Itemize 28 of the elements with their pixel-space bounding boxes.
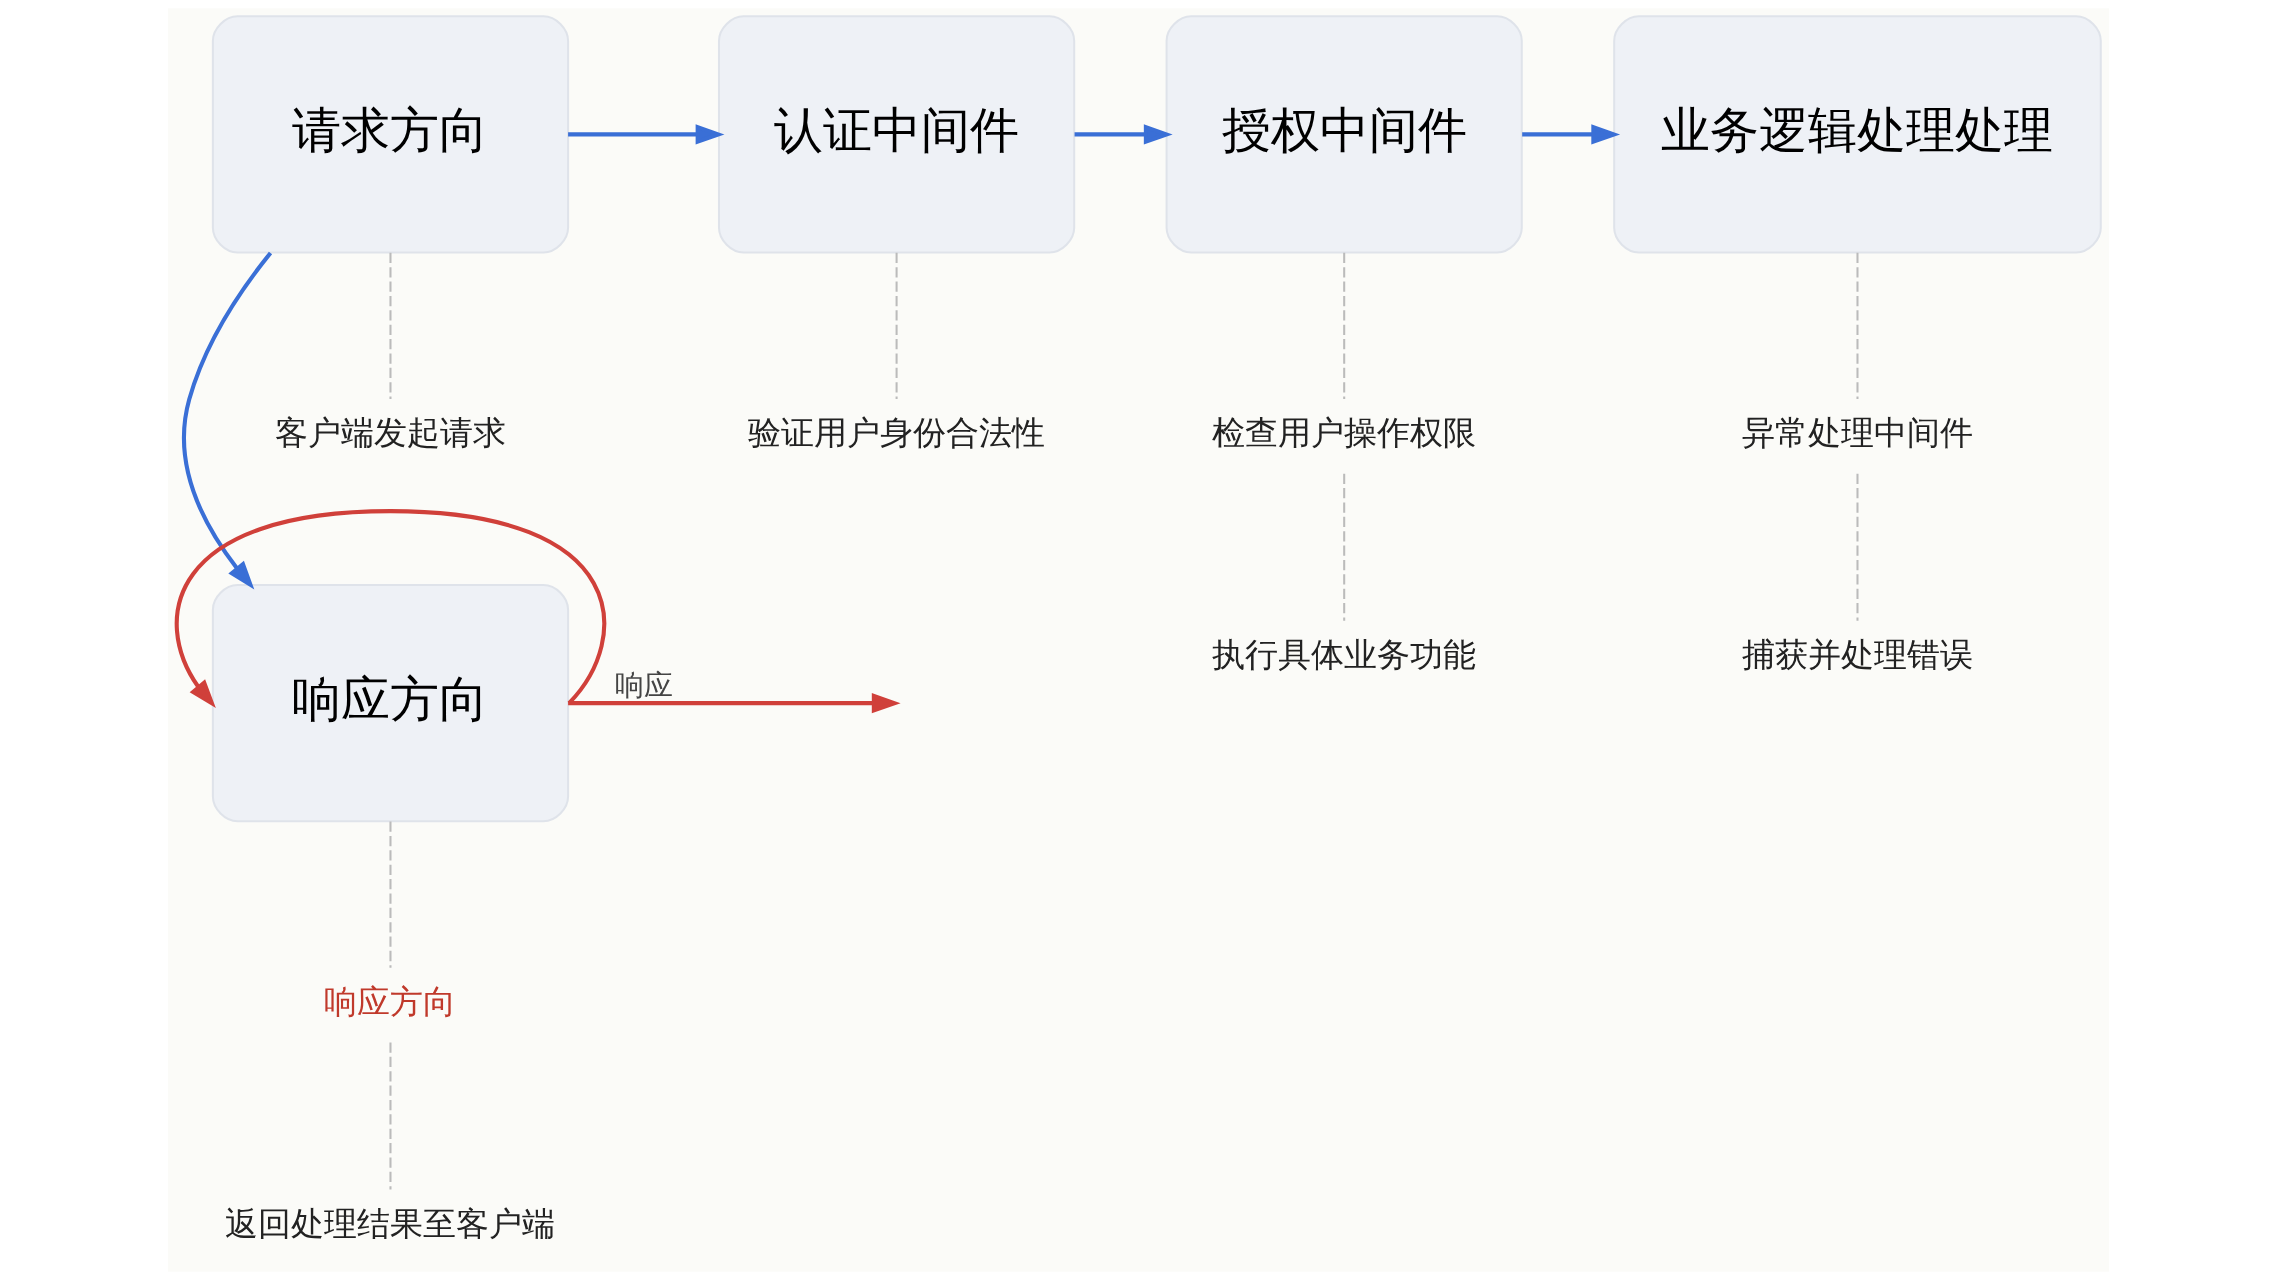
node-text: 执行具体业务功能 [1211, 635, 1476, 674]
node-text: 返回处理结果至客户端 [224, 1204, 555, 1243]
connector [388, 1042, 391, 1190]
connector [1342, 252, 1345, 400]
arrow [567, 124, 724, 145]
node-box: 认证中间件 [717, 15, 1075, 254]
connector [388, 252, 391, 400]
node-box: 请求方向 [211, 15, 569, 254]
arrow [174, 509, 606, 708]
node-text: 捕获并处理错误 [1741, 635, 1973, 674]
node-text: 异常处理中间件 [1741, 414, 1973, 453]
arrow [181, 251, 272, 590]
arrow [567, 693, 901, 714]
node-text: 验证用户身份合法性 [747, 414, 1045, 453]
connector [1855, 252, 1858, 400]
arrow [1521, 124, 1620, 145]
connector [1342, 473, 1345, 621]
node-box: 授权中间件 [1165, 15, 1523, 254]
connector [895, 252, 898, 400]
node-box: 响应方向 [211, 584, 569, 823]
node-text: 响应方向 [323, 982, 456, 1021]
node-text: 检查用户操作权限 [1211, 414, 1476, 453]
node-box: 业务逻辑处理处理 [1612, 15, 2102, 254]
connector [388, 821, 391, 968]
node-text: 客户端发起请求 [274, 414, 506, 453]
arrow [1074, 124, 1173, 145]
connector [1855, 473, 1858, 621]
edge-label: 响应 [614, 668, 673, 703]
